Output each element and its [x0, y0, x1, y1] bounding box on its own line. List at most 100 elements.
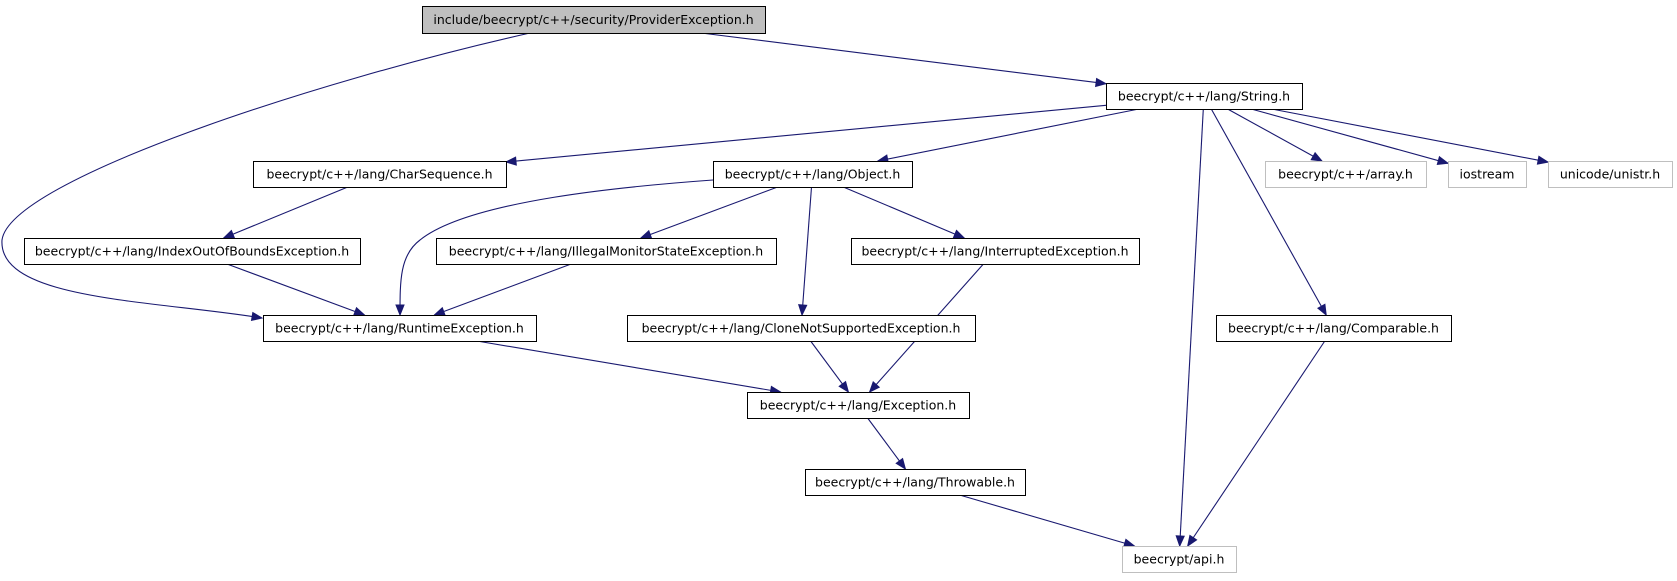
- edge-arrowhead: [1175, 535, 1185, 548]
- edge-arrowhead: [1095, 77, 1108, 88]
- node-box: [627, 315, 976, 342]
- edge-line: [223, 186, 349, 239]
- edge-arrowhead: [395, 304, 405, 317]
- node-exception-h[interactable]: beecrypt/c++/lang/Exception.h: [747, 392, 970, 419]
- edge-arrowhead: [1123, 538, 1136, 548]
- edge-object-h-to-illegalmonitorstateexception-h: [639, 186, 778, 239]
- node-box: [1448, 161, 1527, 188]
- edge-arrowhead: [1186, 534, 1198, 548]
- edge-exception-h-to-throwable-h: [867, 417, 907, 471]
- edge-arrowhead: [895, 457, 907, 471]
- node-box: [851, 238, 1140, 265]
- node-label: beecrypt/c++/lang/Comparable.h: [1228, 321, 1439, 336]
- edge-providerexception-h-to-string-h: [701, 32, 1108, 88]
- edge-providerexception-h-to-runtimeexception-h: [1, 32, 531, 322]
- edge-line: [1251, 108, 1449, 164]
- node-object-h[interactable]: beecrypt/c++/lang/Object.h: [713, 161, 913, 188]
- edge-arrowhead: [1436, 155, 1450, 165]
- node-indexoutofboundsexception-h[interactable]: beecrypt/c++/lang/IndexOutOfBoundsExcept…: [24, 238, 361, 265]
- node-box: [263, 315, 537, 342]
- node-label: beecrypt/api.h: [1134, 552, 1225, 567]
- edge-illegalmonitorstateexception-h-to-runtimeexception-h: [433, 263, 572, 316]
- edge-arrowhead: [797, 304, 808, 317]
- edge-charsequence-h-to-indexoutofboundsexception-h: [222, 186, 349, 239]
- edge-arrowhead: [504, 156, 517, 166]
- node-comparable-h[interactable]: beecrypt/c++/lang/Comparable.h: [1216, 315, 1452, 342]
- edge-arrowhead: [639, 229, 653, 239]
- edge-arrowhead: [838, 380, 850, 394]
- edge-string-h-to-unistr-h: [1271, 108, 1550, 165]
- node-label: beecrypt/c++/lang/IndexOutOfBoundsExcept…: [35, 244, 349, 259]
- edge-line: [640, 186, 778, 239]
- node-box: [713, 161, 913, 188]
- edge-arrowhead: [250, 311, 264, 322]
- edge-line: [1227, 108, 1323, 162]
- edge-comparable-h-to-api-h: [1186, 340, 1326, 548]
- graph-nodes: include/beecrypt/c++/security/ProviderEx…: [24, 6, 1673, 573]
- node-label: beecrypt/c++/lang/Exception.h: [760, 398, 956, 413]
- node-box: [1265, 161, 1427, 188]
- node-label: beecrypt/c++/lang/Throwable.h: [815, 475, 1015, 490]
- node-box: [1548, 161, 1673, 188]
- node-label: beecrypt/c++/lang/CloneNotSupportedExcep…: [642, 321, 961, 336]
- node-string-h[interactable]: beecrypt/c++/lang/String.h: [1106, 83, 1303, 110]
- edge-object-h-to-interruptedexception-h: [843, 186, 966, 239]
- edge-line: [877, 108, 1139, 162]
- edge-line: [226, 263, 365, 316]
- node-api-h: beecrypt/api.h: [1122, 546, 1237, 573]
- node-box: [422, 6, 766, 34]
- node-label: beecrypt/c++/lang/CharSequence.h: [266, 167, 492, 182]
- node-box: [253, 161, 507, 188]
- node-label: include/beecrypt/c++/security/ProviderEx…: [433, 12, 753, 27]
- node-label: beecrypt/c++/array.h: [1278, 167, 1413, 182]
- edge-line: [801, 186, 813, 316]
- node-interruptedexception-h[interactable]: beecrypt/c++/lang/InterruptedException.h: [851, 238, 1140, 265]
- edge-line: [1271, 108, 1549, 163]
- edge-line: [867, 417, 906, 470]
- edge-line: [959, 494, 1135, 547]
- edge-arrowhead: [1536, 155, 1550, 165]
- edge-string-h-to-array-h: [1227, 108, 1324, 162]
- node-box: [747, 392, 970, 419]
- node-box: [805, 469, 1026, 496]
- edge-line: [701, 32, 1107, 85]
- edge-line: [1210, 108, 1327, 316]
- edge-string-h-to-object-h: [876, 108, 1139, 164]
- edge-line: [1, 32, 531, 319]
- node-charsequence-h[interactable]: beecrypt/c++/lang/CharSequence.h: [253, 161, 507, 188]
- node-label: iostream: [1460, 167, 1515, 182]
- node-iostream: iostream: [1448, 161, 1527, 188]
- node-label: beecrypt/c++/lang/IllegalMonitorStateExc…: [449, 244, 763, 259]
- node-box: [436, 238, 777, 265]
- node-throwable-h[interactable]: beecrypt/c++/lang/Throwable.h: [805, 469, 1026, 496]
- edge-line: [1179, 108, 1204, 547]
- node-label: beecrypt/c++/lang/InterruptedException.h: [861, 244, 1128, 259]
- edge-line: [399, 179, 714, 316]
- edge-line: [843, 186, 965, 239]
- edge-object-h-to-runtimeexception-h: [395, 179, 714, 317]
- node-clonenotsupportedexception-h[interactable]: beecrypt/c++/lang/CloneNotSupportedExcep…: [627, 315, 976, 342]
- edge-arrowhead: [952, 229, 966, 239]
- node-providerexception-h[interactable]: include/beecrypt/c++/security/ProviderEx…: [422, 6, 766, 34]
- node-box: [1106, 83, 1303, 110]
- node-label: beecrypt/c++/lang/Object.h: [725, 167, 901, 182]
- edge-line: [476, 340, 781, 393]
- node-box: [1122, 546, 1237, 573]
- node-box: [1216, 315, 1452, 342]
- edge-throwable-h-to-api-h: [959, 494, 1136, 548]
- edge-clonenotsupportedexception-h-to-exception-h: [810, 340, 850, 394]
- node-illegalmonitorstateexception-h[interactable]: beecrypt/c++/lang/IllegalMonitorStateExc…: [436, 238, 777, 265]
- edge-line: [434, 263, 572, 316]
- node-unistr-h: unicode/unistr.h: [1548, 161, 1673, 188]
- edge-runtimeexception-h-to-exception-h: [476, 340, 782, 395]
- edge-arrowhead: [1317, 303, 1327, 317]
- graph-edges: [1, 32, 1550, 548]
- node-box: [24, 238, 361, 265]
- node-label: beecrypt/c++/lang/RuntimeException.h: [275, 321, 524, 336]
- node-label: unicode/unistr.h: [1560, 167, 1660, 182]
- edge-arrowhead: [352, 306, 366, 316]
- edge-string-h-to-iostream: [1251, 108, 1450, 165]
- node-label: beecrypt/c++/lang/String.h: [1118, 89, 1290, 104]
- node-runtimeexception-h[interactable]: beecrypt/c++/lang/RuntimeException.h: [263, 315, 537, 342]
